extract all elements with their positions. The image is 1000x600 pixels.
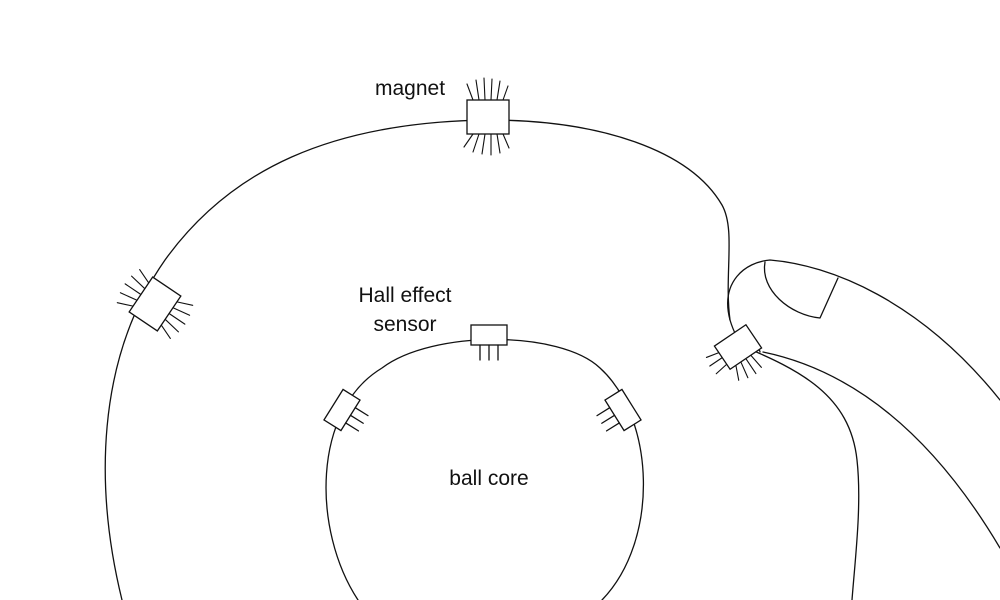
hall-sensor-label-line2: sensor — [373, 313, 436, 336]
magnet-left-body — [128, 276, 182, 332]
hall-sensor-right-pin — [605, 422, 620, 432]
outer-shell-arc — [104, 119, 761, 600]
magnet-right-field-lines — [705, 352, 762, 381]
hall-sensor-right — [596, 388, 642, 432]
magnet-right-body — [713, 323, 763, 371]
hall-sensor-left-body — [323, 388, 361, 432]
magnet-label: magnet — [375, 77, 445, 100]
magnet-left — [116, 268, 194, 340]
hall-sensor-left-pin — [354, 407, 369, 417]
fingernail — [763, 261, 839, 319]
hall-sensor-right-pin — [596, 407, 611, 417]
hall-sensor-left-pin — [345, 422, 360, 432]
finger-outline — [739, 344, 860, 600]
hall-sensor-left — [323, 388, 369, 432]
ball-core-label: ball core — [449, 467, 528, 490]
magnet-top — [463, 77, 510, 156]
hall-sensor-left-pin — [349, 414, 364, 424]
magnet-right — [705, 323, 763, 381]
magnet-left-field-lines — [116, 268, 194, 340]
hall-sensor-right-body — [604, 388, 642, 432]
hall-sensor-top-body — [470, 324, 508, 346]
magnet-top-field-lines — [463, 77, 510, 156]
magnet-top-body — [466, 99, 510, 135]
finger-outline-lower — [762, 351, 1000, 549]
hall-sensor-label-line1: Hall effect — [359, 284, 452, 307]
hall-sensor-top — [470, 324, 508, 361]
finger-outline-upper — [727, 259, 1000, 401]
hall-sensor-right-pin — [601, 414, 616, 424]
